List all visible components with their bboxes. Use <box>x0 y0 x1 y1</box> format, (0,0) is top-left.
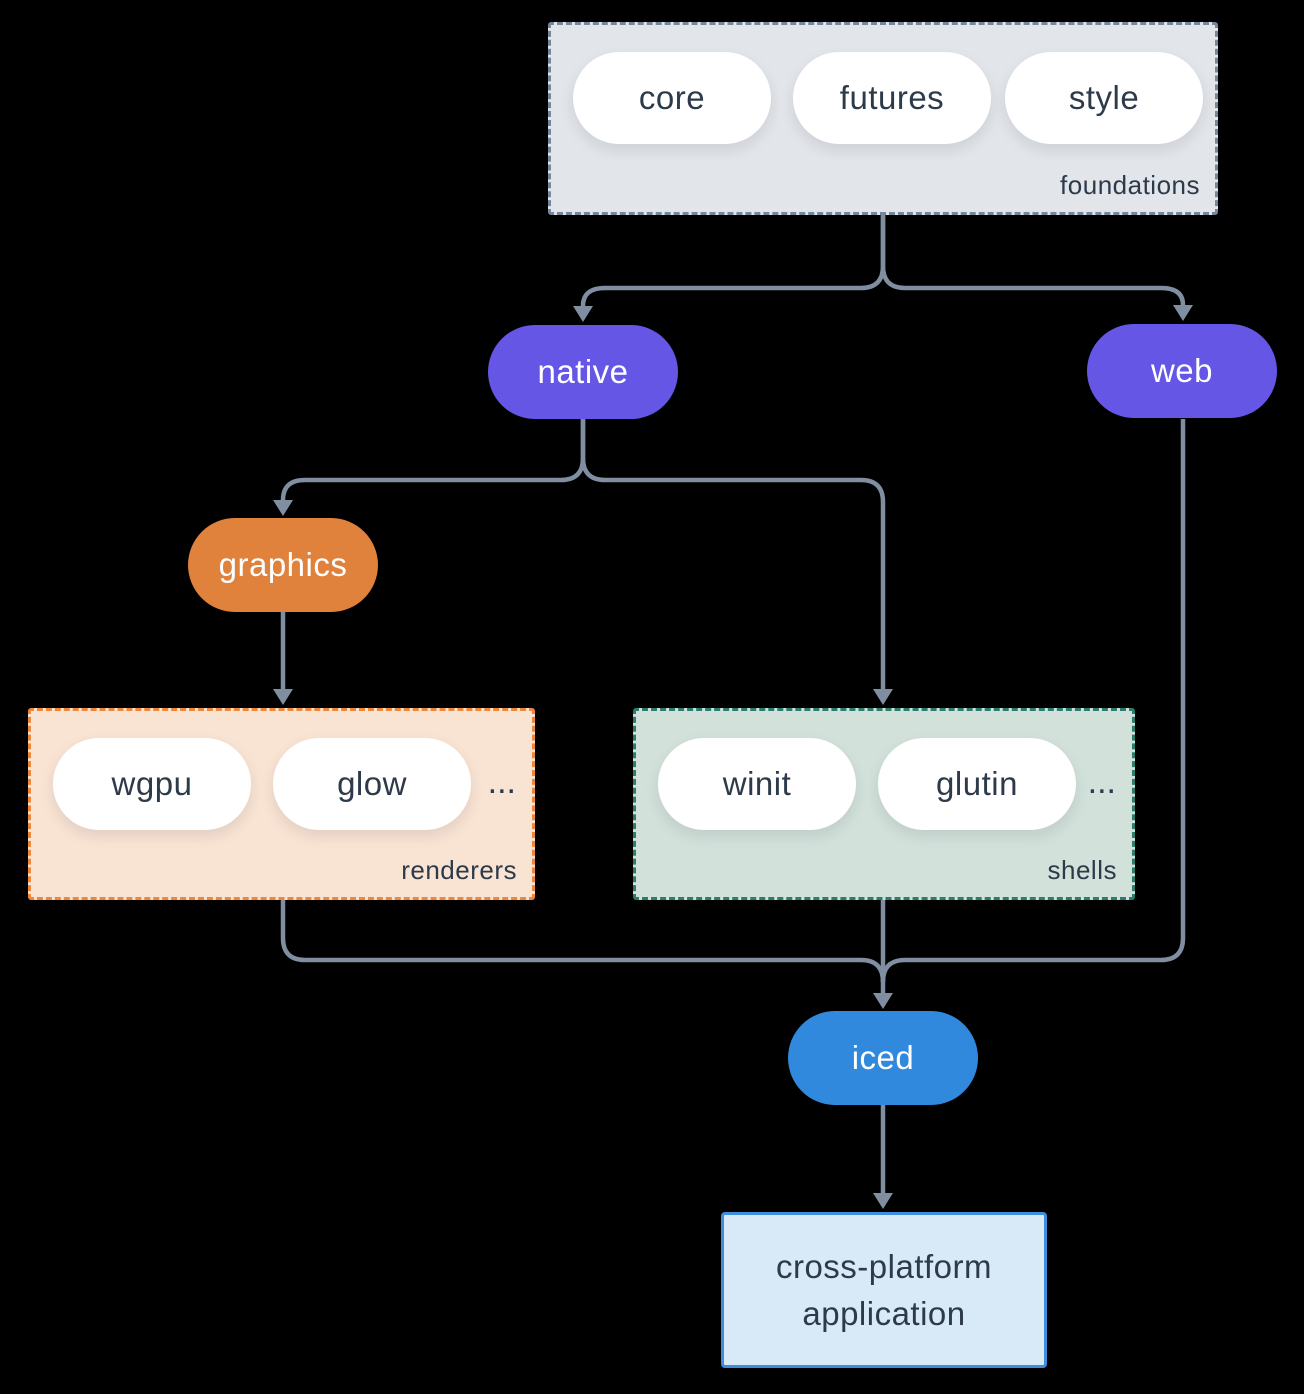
foundations-group: core futures style foundations <box>548 22 1218 215</box>
node-iced: iced <box>788 1011 978 1105</box>
node-graphics: graphics <box>188 518 378 612</box>
edge-web-iced <box>880 419 1186 983</box>
node-glutin: glutin <box>878 738 1076 830</box>
renderers-group: wgpu glow ... renderers <box>28 708 535 900</box>
shells-group: winit glutin ... shells <box>633 708 1135 900</box>
edge-native-shells <box>580 419 886 689</box>
renderers-ellipsis: ... <box>487 763 516 801</box>
node-glow: glow <box>273 738 471 830</box>
node-winit: winit <box>658 738 856 830</box>
arrowhead-application <box>873 1193 893 1209</box>
arrowhead-graphics <box>273 500 293 516</box>
edge-foundations-web <box>880 215 1186 306</box>
shells-ellipsis: ... <box>1087 763 1116 801</box>
node-wgpu: wgpu <box>53 738 251 830</box>
arrowhead-web <box>1173 305 1193 321</box>
renderers-label: renderers <box>401 855 517 885</box>
node-futures: futures <box>793 52 991 144</box>
arrowhead-shells <box>873 689 893 705</box>
shells-label: shells <box>1047 855 1117 885</box>
edge-native-graphics <box>280 419 586 501</box>
arrowhead-iced <box>873 993 893 1009</box>
application-label-line1: cross-platform <box>775 1248 993 1285</box>
node-application: cross-platform application <box>721 1212 1047 1368</box>
arrowhead-native <box>573 306 593 322</box>
edge-foundations-native <box>580 215 886 307</box>
application-label-line2: application <box>802 1295 966 1332</box>
node-core: core <box>573 52 771 144</box>
arrowhead-renderers <box>273 689 293 705</box>
edge-renderers-iced <box>280 900 886 983</box>
node-style: style <box>1005 52 1203 144</box>
foundations-label: foundations <box>1060 170 1200 200</box>
node-native: native <box>488 325 678 419</box>
node-web: web <box>1087 324 1277 418</box>
